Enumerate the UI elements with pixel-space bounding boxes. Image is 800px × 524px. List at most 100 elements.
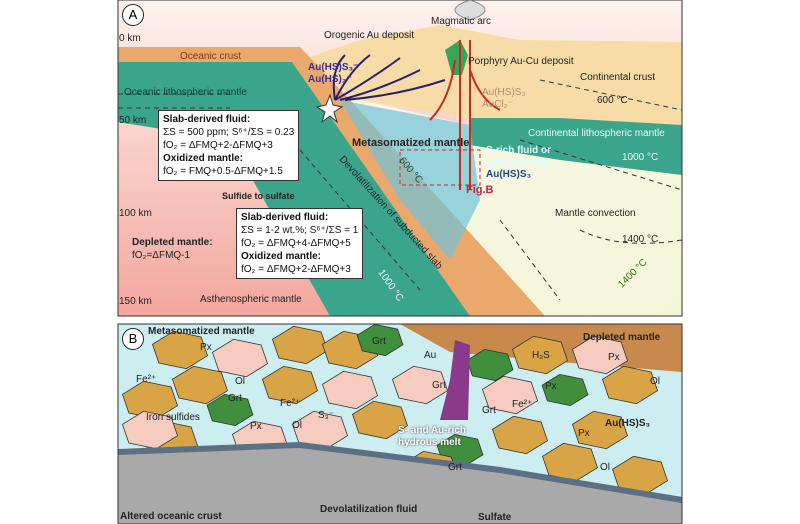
mineral-label: Ol [235, 376, 245, 387]
s-rich-3: Au(HS)S₃ [486, 169, 532, 180]
mineral-grain [541, 373, 589, 407]
mineral-label: Px [545, 381, 557, 392]
mineral-grain [152, 330, 208, 370]
panel-b-label: B [122, 328, 144, 350]
mineral-grain [172, 365, 228, 405]
panel-b [117, 323, 683, 524]
metasomatized-zone [340, 100, 480, 260]
mineral-label: Px [608, 352, 620, 363]
species-fe-2: Fe²⁺ [280, 398, 301, 409]
box1-line5: fO₂ = FMQ+0.5-ΔFMQ+1.5 [163, 166, 283, 177]
panel-a-label: A [122, 4, 144, 26]
sulfate-label: Sulfate [478, 512, 512, 523]
mineral-grain [572, 410, 628, 450]
mineral-grain [352, 400, 408, 440]
au-species-2: Au(HS)₂⁻ [308, 74, 352, 85]
mineral-grain [322, 370, 378, 410]
au-species-3: Au(HS)S₃ [482, 87, 526, 98]
melt-vein [440, 340, 470, 420]
fig-b-label: Fig.B [466, 184, 494, 196]
species-fe-3: Fe²⁺ [512, 399, 533, 410]
depth-150: 150 km [119, 296, 152, 307]
altered-crust [118, 445, 682, 524]
s-rich-2: hydrous melt [486, 157, 549, 168]
au-species-1: Au(HS)S₃⁻ [308, 62, 359, 73]
mineral-label: Grt [372, 336, 386, 347]
box1-line4: Oxidized mantle: [163, 153, 244, 164]
mineral-grain [272, 325, 328, 365]
depth-100: 100 km [119, 208, 152, 219]
continental-lith-mantle [470, 118, 682, 175]
mineral-label: Ol [600, 462, 610, 473]
devol-fluid-label: Devolatilization fluid [320, 504, 418, 515]
box2-line2: ΣS = 1-2 wt.%; S⁶⁺/ΣS = 1 [241, 225, 359, 236]
box1-line1: Slab-derived fluid: [163, 114, 251, 125]
depth-0: 0 km [119, 33, 141, 44]
species-fe-1: Fe²⁺ [136, 374, 157, 385]
box2-line3: fO₂ = ΔFMQ+4-ΔFMQ+5 [241, 238, 351, 249]
mineral-label: Ol [292, 420, 302, 431]
iron-sulfides-label: Iron sulfides [146, 412, 200, 423]
depleted-mantle-label: Depleted mantle: [132, 237, 213, 248]
metasomatized-label: Metasomatized mantle [352, 137, 470, 149]
oceanic-crust-band [118, 47, 545, 316]
fluid-arrows [332, 54, 446, 101]
mineral-label: Grt [448, 462, 462, 473]
b-depleted-label: Depleted mantle [583, 332, 661, 343]
box2-line5: fO₂ = ΔFMQ+2-ΔFMQ+3 [241, 264, 351, 275]
mineral-label: Grt [482, 405, 496, 416]
species-auhss3: Au(HS)S₃ [605, 418, 651, 429]
continental-crust [300, 25, 682, 125]
melt-label-1: S- and Au-rich [398, 425, 466, 436]
porphyry-body [445, 40, 468, 75]
mineral-grain [602, 365, 658, 405]
species-h2s: H₂S [532, 350, 550, 361]
s-rich-1: S-rich fluid or [486, 145, 551, 156]
box2-line4: Oxidized mantle: [241, 251, 322, 262]
star-icon [315, 93, 344, 124]
fig-b-box [399, 149, 481, 186]
mineral-label: Px [250, 421, 262, 432]
species-s3: S₃⁻ [318, 410, 335, 421]
oceanic-lith-label: Oceanic lithospheric mantle [124, 87, 247, 98]
mineral-grain [262, 365, 318, 405]
porphyry-label: Porphyry Au-Cu deposit [468, 56, 574, 67]
altered-crust-label: Altered oceanic crust [120, 511, 222, 522]
magmatic-arc-label: Magmatic arc [431, 16, 492, 27]
orogenic-label: Orogenic Au deposit [324, 30, 415, 41]
temp-1400-a: 1400 °C [622, 234, 659, 245]
box1-line3: fO₂ = ΔFMQ+2-ΔFMQ+3 [163, 140, 273, 151]
temp-1000-right: 1000 °C [622, 152, 659, 163]
temp-600-right: 600 °C [597, 95, 628, 106]
mantle-convection-label: Mantle convection [555, 208, 636, 219]
oceanic-crust-label: Oceanic crust [180, 51, 242, 62]
depleted-mantle-fo2: fO₂=ΔFMQ-1 [132, 250, 191, 261]
magma-arrows [429, 40, 501, 190]
info-box-shallow: Slab-derived fluid: ΣS = 500 ppm; S⁶⁺/ΣS… [158, 110, 300, 181]
box2-line1: Slab-derived fluid: [241, 212, 329, 223]
sulfide-to-sulfate-label: Sulfide to sulfate [222, 191, 295, 201]
mineral-grain [206, 393, 254, 427]
info-box-deep: Slab-derived fluid: ΣS = 1-2 wt.%; S⁶⁺/Σ… [236, 208, 364, 279]
mineral-label: Grt [228, 393, 242, 404]
asthenospheric-label: Asthenospheric mantle [200, 294, 302, 305]
mineral-grain [482, 375, 538, 415]
mineral-label: Px [200, 342, 212, 353]
melt-label-2: hydrous melt [398, 437, 461, 448]
volcano-plume-icon [454, 0, 486, 21]
mineral-grain [356, 323, 404, 357]
mineral-grain [492, 415, 548, 455]
mineral-grain [392, 365, 448, 405]
b-metasomatized-label: Metasomatized mantle [148, 326, 255, 337]
continental-crust-label: Continental crust [580, 72, 656, 83]
mineral-label: Px [578, 428, 590, 439]
mineral-grain [572, 335, 628, 375]
depth-50: 50 km [119, 115, 147, 126]
mineral-grain [212, 338, 268, 378]
box1-line2: ΣS = 500 ppm; S⁶⁺/ΣS = 0.23 [163, 127, 295, 138]
mineral-label: Ol [650, 376, 660, 387]
species-au: Au [424, 350, 437, 361]
continental-lith-label: Continental lithospheric mantle [528, 128, 665, 139]
